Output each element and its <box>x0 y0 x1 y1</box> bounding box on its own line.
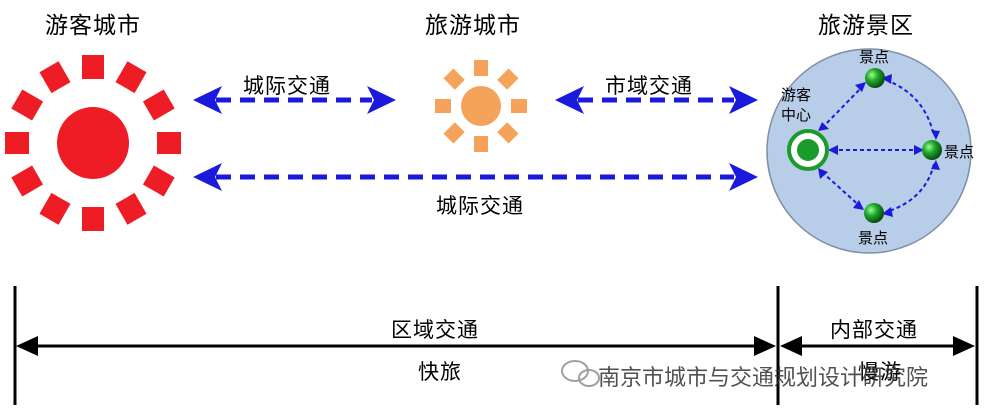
sun-ray <box>11 165 44 197</box>
sun-ray <box>39 61 71 94</box>
regional-transport-label: 区域交通 <box>391 318 479 342</box>
sun-ray <box>497 68 519 90</box>
sun-ray <box>435 99 451 113</box>
scenic-area-label: 旅游景区 <box>818 13 914 39</box>
sun-ray <box>82 207 104 231</box>
visitor-center-label-line1: 游客 <box>781 86 812 104</box>
municipal-arrow <box>555 86 758 114</box>
sun-ray <box>497 122 519 144</box>
sun-ray <box>443 68 465 90</box>
watermark-text: 南京市城市与交通规划设计研究院 <box>598 366 929 391</box>
spot-top-label: 景点 <box>859 48 890 66</box>
sun-ray <box>142 165 175 197</box>
intercity-arrow-lower <box>193 163 758 191</box>
visitor-center-label-line2: 中心 <box>781 106 812 124</box>
sun-ray <box>39 192 71 225</box>
intercity-lower-label: 城际交通 <box>436 194 524 218</box>
spot-right-label: 景点 <box>944 143 975 161</box>
tourism-city-icon <box>435 60 527 152</box>
range-bars <box>13 286 979 405</box>
scenic-connector-heads <box>818 74 940 217</box>
sun-ray <box>115 192 147 225</box>
spot-bottom-label: 景点 <box>858 229 889 247</box>
sun-ray <box>511 99 527 113</box>
municipal-label: 市域交通 <box>605 74 693 98</box>
scenic-connectors <box>821 79 935 213</box>
slow-tour-label: 慢游 <box>858 360 902 384</box>
intercity-upper-label: 城际交通 <box>243 74 331 98</box>
wechat-watermark-icon <box>561 360 600 387</box>
fast-travel-label: 快旅 <box>418 360 462 384</box>
sun-ray <box>82 55 104 79</box>
tourism-city-label: 旅游城市 <box>425 13 521 39</box>
sun-ray <box>115 61 147 94</box>
intercity-arrow-upper <box>193 86 396 114</box>
source-city-icon <box>5 55 181 231</box>
sun-ray <box>5 132 29 154</box>
sun-ray <box>142 89 175 121</box>
sun-ray <box>474 60 488 76</box>
spot-top-icon <box>865 68 885 88</box>
spot-right-icon <box>922 140 942 160</box>
spot-bottom-icon <box>864 203 884 223</box>
internal-transport-label: 内部交通 <box>830 318 918 342</box>
sun-ray <box>443 122 465 144</box>
visitor-center-icon <box>787 129 829 171</box>
sun-ray <box>157 132 181 154</box>
sun-ray <box>474 136 488 152</box>
source-city-label: 游客城市 <box>45 13 141 39</box>
sun-ray <box>11 89 44 121</box>
